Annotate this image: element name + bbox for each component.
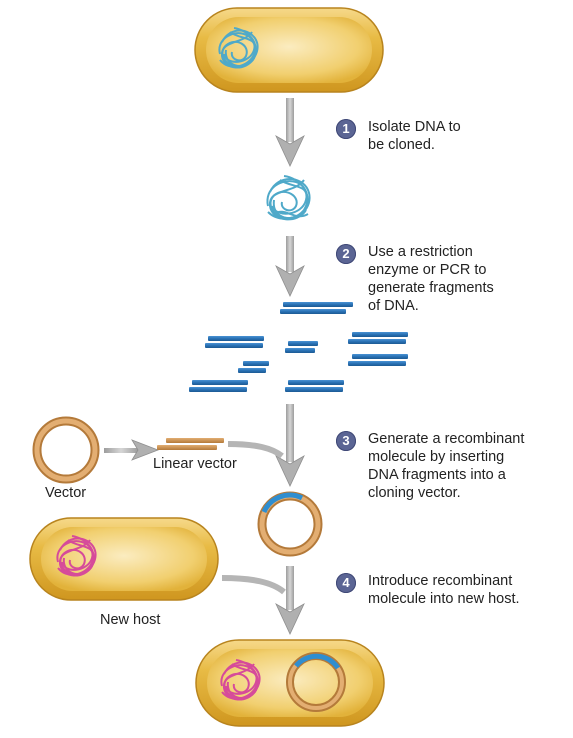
step-4: 4 Introduce recombinant molecule into ne… <box>336 572 520 608</box>
step-4-text: Introduce recombinant molecule into new … <box>368 573 520 607</box>
arrow-host-merge <box>221 575 286 595</box>
dna-fragment <box>243 361 269 366</box>
transformed-host-dna-coil <box>220 659 261 701</box>
arrow-to-linear-vector <box>104 439 160 461</box>
arrow-linear-vector-merge <box>227 441 284 459</box>
arrow-step-4 <box>275 566 305 635</box>
step-1-text: Isolate DNA to be cloned. <box>368 119 461 153</box>
step-3-badge: 3 <box>336 431 356 451</box>
vector-plasmid <box>32 416 100 484</box>
dna-fragment <box>285 348 315 353</box>
dna-fragment <box>205 343 263 348</box>
dna-fragment <box>288 380 344 385</box>
isolated-dna-coil <box>266 175 311 221</box>
dna-fragment <box>238 368 266 373</box>
dna-fragment <box>285 387 343 392</box>
step-2-text: Use a restriction enzyme or PCR to gener… <box>368 244 494 314</box>
dna-fragment <box>348 361 406 366</box>
dna-fragment <box>280 309 346 314</box>
step-1: 1 Isolate DNA to be cloned. <box>336 118 461 154</box>
step-1-badge: 1 <box>336 119 356 139</box>
step-4-badge: 4 <box>336 573 356 593</box>
dna-fragment <box>192 380 248 385</box>
new-host-label: New host <box>100 612 161 628</box>
arrow-step-3 <box>275 404 305 487</box>
dna-fragment <box>348 339 406 344</box>
arrow-step-2 <box>275 236 305 297</box>
dna-fragment <box>208 336 264 341</box>
dna-fragment <box>189 387 247 392</box>
step-2: 2 Use a restriction enzyme or PCR to gen… <box>336 243 494 315</box>
recombinant-molecule <box>257 491 323 557</box>
linear-vector-label: Linear vector <box>153 456 237 472</box>
step-2-badge: 2 <box>336 244 356 264</box>
dna-fragment <box>283 302 353 307</box>
dna-fragments <box>189 302 408 392</box>
arrow-step-1 <box>275 98 305 167</box>
step-3-text: Generate a recombinant molecule by inser… <box>368 431 525 501</box>
target-dna-coil <box>218 27 259 69</box>
dna-fragment <box>352 354 408 359</box>
transformed-recombinant-plasmid <box>286 652 346 712</box>
host-dna-coil <box>56 535 97 577</box>
dna-fragment <box>288 341 318 346</box>
vector-label: Vector <box>45 485 87 501</box>
linear-vector <box>157 438 224 450</box>
step-3: 3 Generate a recombinant molecule by ins… <box>336 430 524 502</box>
dna-fragment <box>352 332 408 337</box>
